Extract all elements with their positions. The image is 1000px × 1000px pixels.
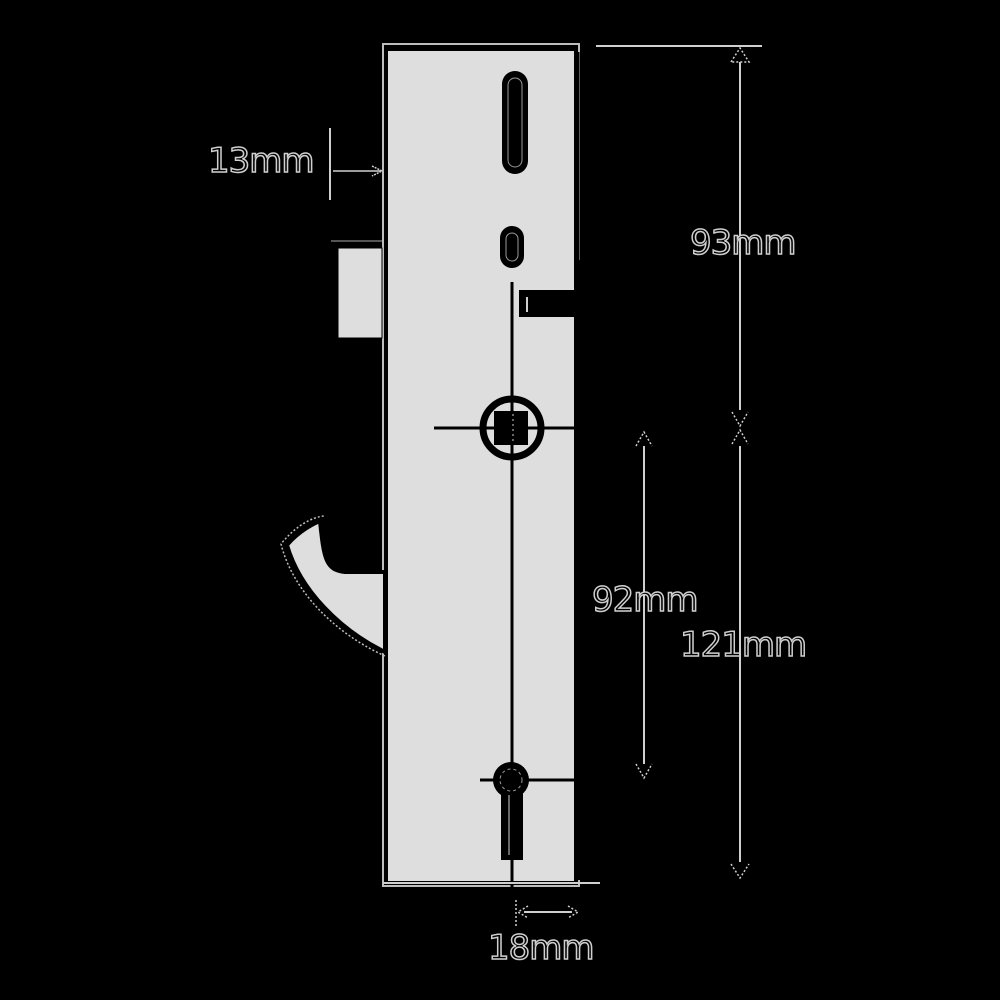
- label-latch-offset: 13mm: [207, 141, 315, 181]
- euro-cylinder-cutout: [480, 762, 580, 1000]
- dimension-121mm: [730, 428, 750, 880]
- hook-bolt: [280, 515, 387, 657]
- label-backset: 18mm: [487, 928, 595, 968]
- small-slot: [500, 226, 524, 268]
- latch-bolt: [331, 240, 383, 339]
- label-spindle-to-bottom: 121mm: [679, 625, 808, 665]
- label-top-to-spindle: 93mm: [689, 223, 797, 263]
- label-centres: 92mm: [591, 580, 699, 620]
- dimension-93mm: [729, 46, 751, 428]
- dimension-18mm: [515, 900, 580, 928]
- dimension-13mm: [329, 128, 384, 200]
- top-slot: [502, 71, 528, 174]
- faceplate: [382, 43, 594, 887]
- deadbolt-stub: [519, 290, 579, 317]
- spindle-follower: [434, 395, 580, 461]
- dimension-92mm: [635, 430, 653, 780]
